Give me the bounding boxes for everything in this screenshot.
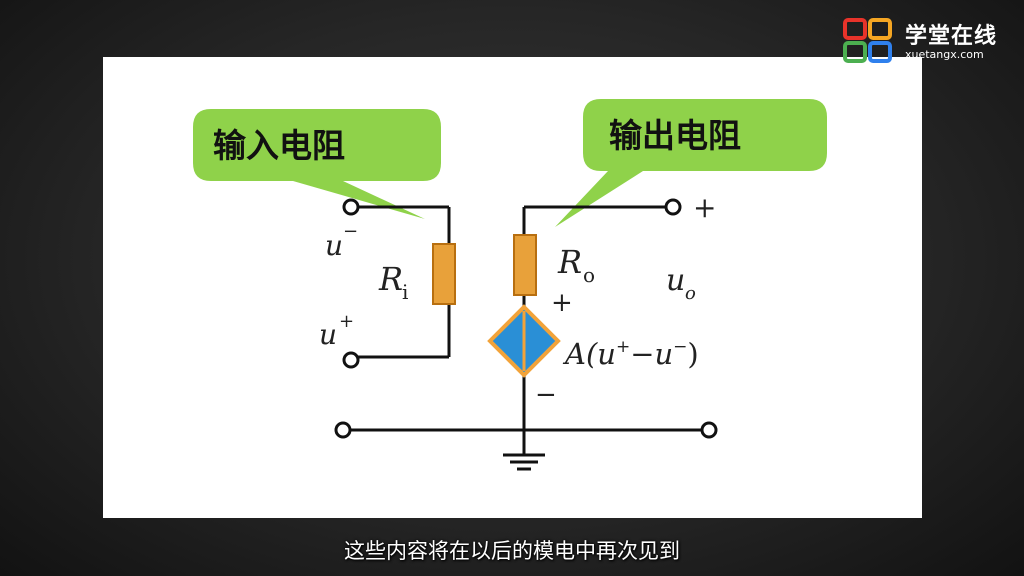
label-uo: u: [666, 263, 685, 298]
slide-panel: 输入电阻 输出电阻: [103, 57, 922, 518]
label-u-plus-sup: +: [339, 311, 354, 332]
logo-name-en: xuetangx.com: [905, 48, 984, 61]
label-source-plus: +: [551, 288, 573, 318]
resistor-ro: [513, 234, 537, 296]
logo-name-cn: 学堂在线: [905, 24, 998, 49]
label-source-minus: −: [535, 380, 557, 410]
label-ri-sub: i: [402, 280, 408, 304]
callout-right-bubble: [555, 99, 827, 227]
terminal-u-minus: [342, 198, 360, 216]
video-subtitle: 这些内容将在以后的模电中再次见到: [344, 539, 680, 563]
input-wires: [357, 205, 451, 359]
circuit-diagram: 输入电阻 输出电阻: [193, 99, 827, 471]
label-ri: R: [378, 260, 403, 298]
label-u-minus: u: [325, 229, 343, 262]
terminal-u-plus: [342, 351, 360, 369]
callout-left-bubble: [193, 109, 441, 219]
resistor-ri: [432, 243, 456, 305]
label-ro-sub: o: [583, 263, 595, 287]
brand-logo: 学堂在线 xuetangx.com: [843, 14, 1018, 66]
label-ro: R: [557, 243, 582, 281]
callout-left-text: 输入电阻: [213, 126, 345, 165]
callout-right-text: 输出电阻: [609, 116, 741, 155]
terminal-ground-left: [334, 421, 352, 439]
terminal-output-plus: [664, 198, 682, 216]
output-wires: [349, 205, 703, 471]
terminal-ground-right: [700, 421, 718, 439]
xuetang-logo-icon: [843, 18, 892, 63]
label-source-expr: A(u+−u−): [562, 337, 699, 371]
label-uo-sub: o: [685, 283, 696, 304]
label-output-plus: +: [693, 191, 716, 224]
label-u-plus: u: [319, 318, 337, 351]
label-u-minus-sup: −: [343, 221, 358, 242]
